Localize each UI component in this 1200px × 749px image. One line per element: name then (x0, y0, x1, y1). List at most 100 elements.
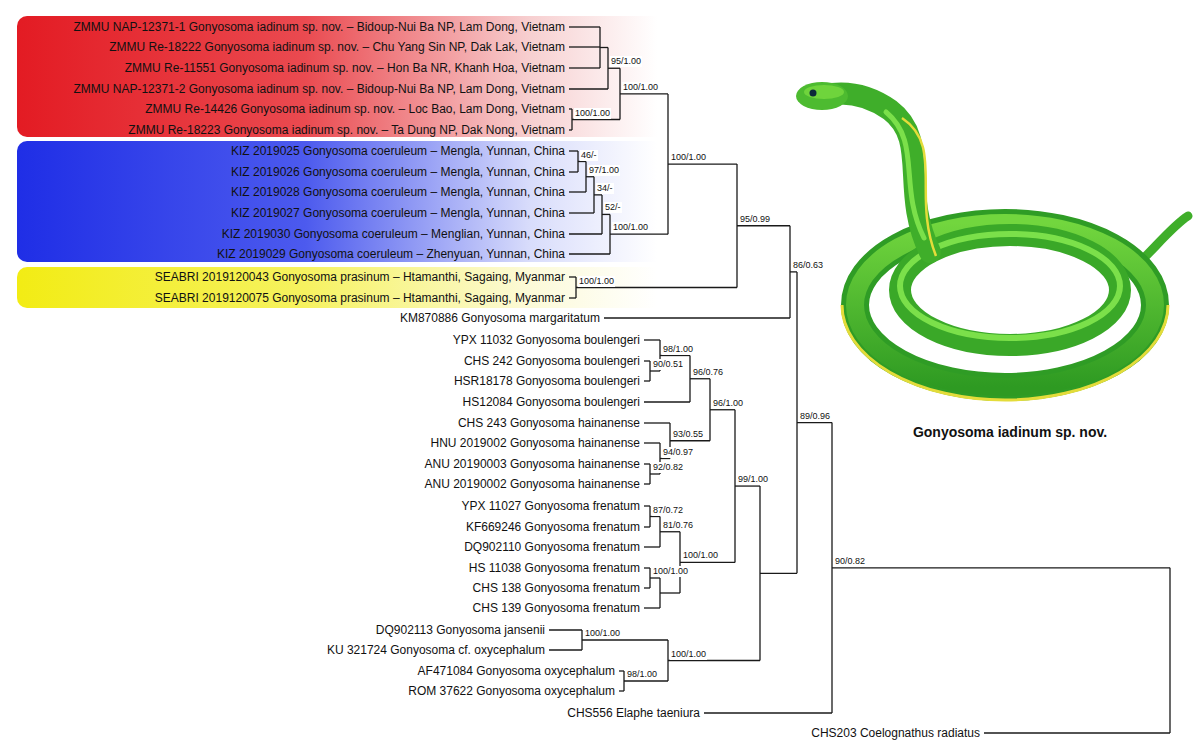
support-value: 95/1.00 (610, 56, 642, 67)
taxon-label: HS12084 Gonyosoma boulengeri (463, 395, 640, 409)
support-value: 100/1.00 (574, 108, 611, 119)
tree-branch (576, 287, 737, 288)
taxon-label: KIZ 2019029 Gonyosoma coeruleum – Zhenyu… (217, 247, 565, 261)
tree-branch (760, 573, 797, 574)
taxon-label: ZMMU Re-18222 Gonyosoma iadinum sp. nov.… (109, 40, 565, 54)
taxon-label: KM870886 Gonyosoma margaritatum (400, 311, 600, 325)
tree-branch (704, 712, 832, 713)
taxon-label: AF471084 Gonyosoma oxycephalum (418, 664, 615, 678)
taxon-label: CHS203 Coelognathus radiatus (811, 726, 980, 740)
tree-branch (620, 93, 668, 94)
taxon-label: DQ902110 Gonyosoma frenatum (464, 540, 640, 554)
taxon-label: HS 11038 Gonyosoma frenatum (469, 561, 640, 575)
tree-branch (578, 161, 586, 162)
support-value: 90/0.51 (652, 359, 684, 370)
tree-branch (644, 607, 660, 608)
support-value: 34/- (596, 183, 614, 194)
support-value: 94/0.97 (662, 447, 694, 458)
tree-branch (1169, 568, 1170, 733)
tree-branch (644, 422, 670, 423)
figure-caption: Gonyosoma iadinum sp. nov. (913, 424, 1107, 441)
tree-branch (572, 119, 620, 120)
taxon-label: SEABRI 2019120075 Gonyosoma prasinum – H… (155, 291, 565, 305)
taxon-label: DQ902113 Gonyosoma jansenii (376, 623, 545, 637)
tree-branch (644, 463, 650, 464)
snake-highlight (886, 112, 924, 238)
tree-branch (660, 458, 670, 459)
tree-branch (569, 67, 600, 68)
taxon-label: SEABRI 2019120043 Gonyosoma prasinum – H… (155, 270, 565, 284)
tree-branch (650, 370, 660, 371)
tree-branch (594, 194, 602, 195)
tree-branch (569, 276, 576, 277)
support-value: 87/0.72 (652, 505, 684, 516)
taxon-label: ZMMU Re-18223 Gonyosoma iadinum sp. nov.… (128, 123, 565, 137)
support-value: 99/1.00 (737, 474, 769, 485)
taxon-label: YPX 11032 Gonyosoma boulengeri (453, 333, 640, 347)
taxon-label: ROM 37622 Gonyosoma oxycephalum (408, 684, 615, 698)
tree-branch (650, 577, 660, 578)
taxon-label: ZMMU Re-11551 Gonyosoma iadinum sp. nov.… (125, 61, 565, 75)
support-value: 100/1.00 (612, 222, 649, 233)
tree-branch (619, 690, 624, 691)
tree-branch (832, 567, 1170, 568)
taxon-label: YPX 11027 Gonyosoma frenatum (461, 499, 640, 513)
clade-band: ZMMU NAP-12371-1 Gonyosoma iadinum sp. n… (17, 16, 657, 137)
tree-branch (790, 271, 797, 272)
support-value: 97/1.00 (588, 165, 620, 176)
support-value: 100/1.00 (584, 628, 621, 639)
tree-branch (569, 150, 578, 151)
snake-neck (832, 94, 930, 252)
tree-branch (549, 649, 582, 650)
tree-branch (650, 473, 660, 474)
taxon-label: KIZ 2019026 Gonyosoma coeruleum – Mengla… (231, 165, 565, 179)
support-value: 98/1.00 (662, 344, 694, 355)
tree-branch (604, 317, 790, 318)
taxon-label: KIZ 2019028 Gonyosoma coeruleum – Mengla… (231, 185, 565, 199)
tree-branch (569, 46, 600, 47)
support-value: 93/0.55 (672, 429, 704, 440)
support-value: 96/1.00 (712, 398, 744, 409)
taxon-label: CHS 242 Gonyosoma boulengeri (464, 354, 640, 368)
tree-branch (660, 592, 680, 593)
tree-branch (668, 660, 760, 661)
tree-branch (644, 380, 650, 381)
support-value: 98/1.00 (626, 669, 658, 680)
tree-branch (610, 234, 668, 235)
snake-coil (855, 223, 1155, 387)
taxon-label: ANU 20190002 Gonyosoma hainanense (425, 477, 640, 491)
snake-tail (1140, 216, 1188, 262)
support-value: 96/0.76 (692, 367, 724, 378)
snake-eye (810, 90, 817, 97)
tree-branch (644, 587, 650, 588)
snake-head (796, 82, 848, 110)
clade-band: SEABRI 2019120043 Gonyosoma prasinum – H… (17, 267, 657, 308)
tree-branch (644, 442, 660, 443)
tree-branch (737, 225, 790, 226)
taxon-label: KF669246 Gonyosoma frenatum (466, 520, 640, 534)
tree-branch (624, 680, 668, 681)
tree-branch (569, 88, 608, 89)
tree-branch (797, 422, 832, 423)
tree-branch (690, 378, 710, 379)
support-value: 52/- (604, 202, 622, 213)
taxon-label: ZMMU NAP-12371-2 Gonyosoma iadinum sp. n… (73, 82, 565, 96)
tree-branch (569, 26, 600, 27)
taxon-label: CHS 139 Gonyosoma frenatum (473, 601, 640, 615)
clade-band: KIZ 2019025 Gonyosoma coeruleum – Mengla… (17, 141, 657, 262)
tree-branch (569, 212, 594, 213)
support-value: 86/0.63 (792, 260, 824, 271)
tree-branch (644, 483, 650, 484)
tree-branch (569, 171, 578, 172)
tree-branch (644, 505, 650, 506)
tree-branch (569, 191, 586, 192)
taxon-label: CHS 243 Gonyosoma hainanense (458, 416, 640, 430)
tree-branch (586, 176, 594, 177)
tree-branch (644, 360, 650, 361)
taxon-label: KIZ 2019030 Gonyosoma coeruleum – Mengli… (222, 227, 565, 241)
tree-branch (735, 485, 760, 486)
tree-branch (660, 355, 690, 356)
support-value: 100/1.00 (670, 649, 707, 660)
tree-branch (619, 670, 624, 671)
tree-branch (680, 562, 735, 563)
